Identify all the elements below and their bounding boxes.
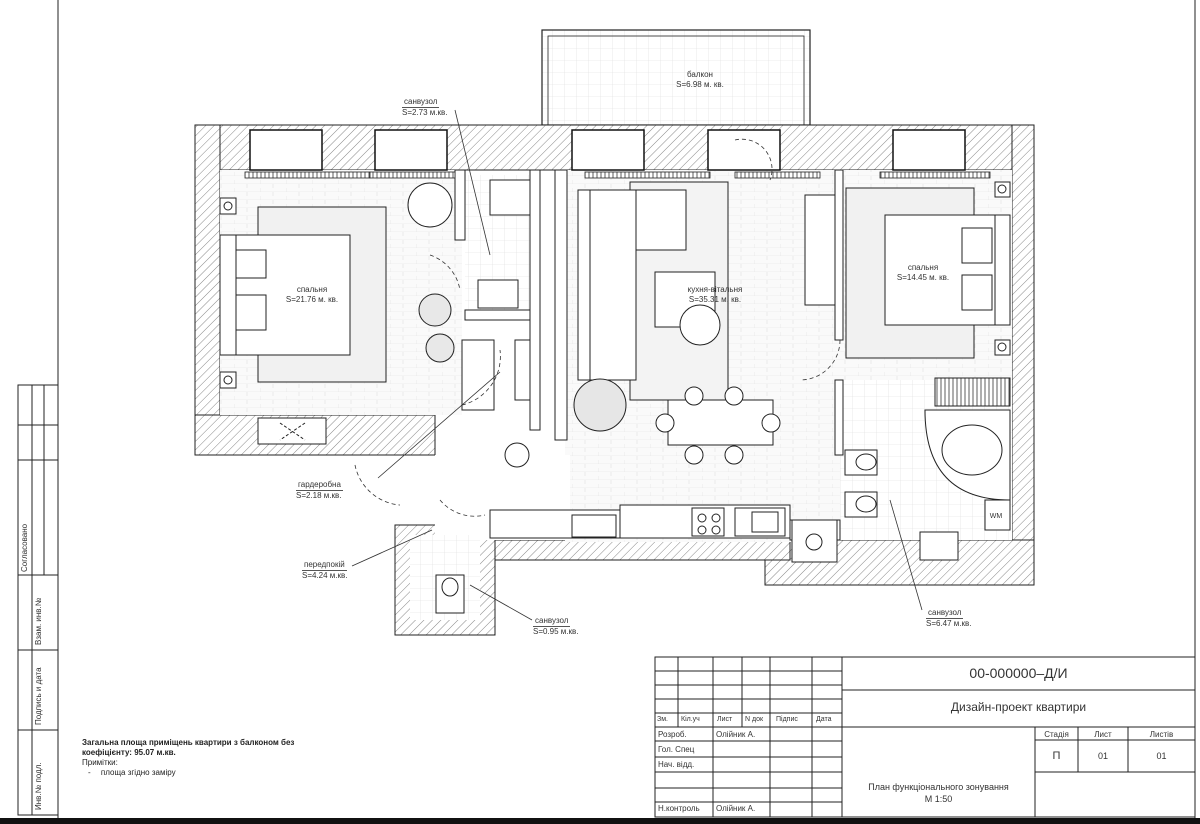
- stamp-sign-date: Подпись и дата: [34, 667, 43, 725]
- doors: [354, 138, 841, 517]
- sheet-scale: М 1:50: [924, 794, 953, 804]
- bottom-edge-bar: [0, 818, 1200, 824]
- row-name-5: Олійник А.: [716, 804, 756, 813]
- sheet-header: Лист: [1094, 730, 1112, 739]
- sheet-value: 01: [1097, 751, 1108, 761]
- row-name-1: Олійник А.: [716, 730, 756, 739]
- col-header-data: Дата: [816, 716, 832, 723]
- col-header-ndok: N док: [745, 716, 764, 723]
- stamp-agreed: Согласовано: [20, 523, 29, 572]
- bathroom-right-fixtures: [435, 377, 1011, 614]
- stage-header: Стадія: [1044, 730, 1069, 739]
- total-area-line1: Загальна площа приміщень квартири з балк…: [82, 738, 295, 747]
- col-header-zm: Зм.: [657, 716, 668, 723]
- note-item: - площа згідно заміру: [82, 768, 294, 778]
- row-role-1: Розроб.: [658, 730, 687, 739]
- notes-block: Загальна площа приміщень квартири з балк…: [82, 738, 294, 778]
- row-role-3: Нач. відд.: [658, 760, 695, 769]
- row-role-5: Н.контроль: [658, 804, 700, 813]
- radiators: [244, 171, 991, 179]
- kitchen-living-furniture: [489, 181, 836, 539]
- balcony: [541, 29, 811, 126]
- project-code: 00-000000–Д/И: [969, 665, 1068, 681]
- note-bullet: -: [88, 768, 91, 777]
- note-item-text: площа згідно заміру: [100, 768, 176, 777]
- sheets-value: 01: [1156, 751, 1167, 761]
- right-bedroom-furniture: [845, 181, 1011, 359]
- project-title: Дизайн-проект квартири: [950, 700, 1087, 714]
- notes-title: Примітки:: [82, 758, 118, 767]
- side-stamp-table: [17, 384, 59, 816]
- row-role-2: Гол. Спец: [658, 745, 695, 754]
- sheet-title: План функціонального зонування: [868, 782, 1009, 792]
- total-area-line2: коефіцієнту: 95.07 м.кв.: [82, 748, 176, 757]
- col-header-list: Лист: [717, 716, 733, 723]
- leader-lines: [351, 109, 923, 621]
- windows: [249, 129, 966, 171]
- col-header-pidpys: Підпис: [776, 716, 798, 723]
- stamp-inv-orig: Инв.№ подл.: [34, 762, 43, 810]
- left-bedroom-furniture: [219, 182, 455, 445]
- washing-machine-label: WM: [989, 513, 1003, 520]
- title-block-grid: [654, 656, 1196, 818]
- stamp-replace-inv: Взам. инв.№: [34, 597, 43, 645]
- sheets-header: Листів: [1149, 730, 1174, 739]
- stage-value: П: [1052, 750, 1061, 762]
- col-header-kil: Кіл.уч: [681, 716, 700, 723]
